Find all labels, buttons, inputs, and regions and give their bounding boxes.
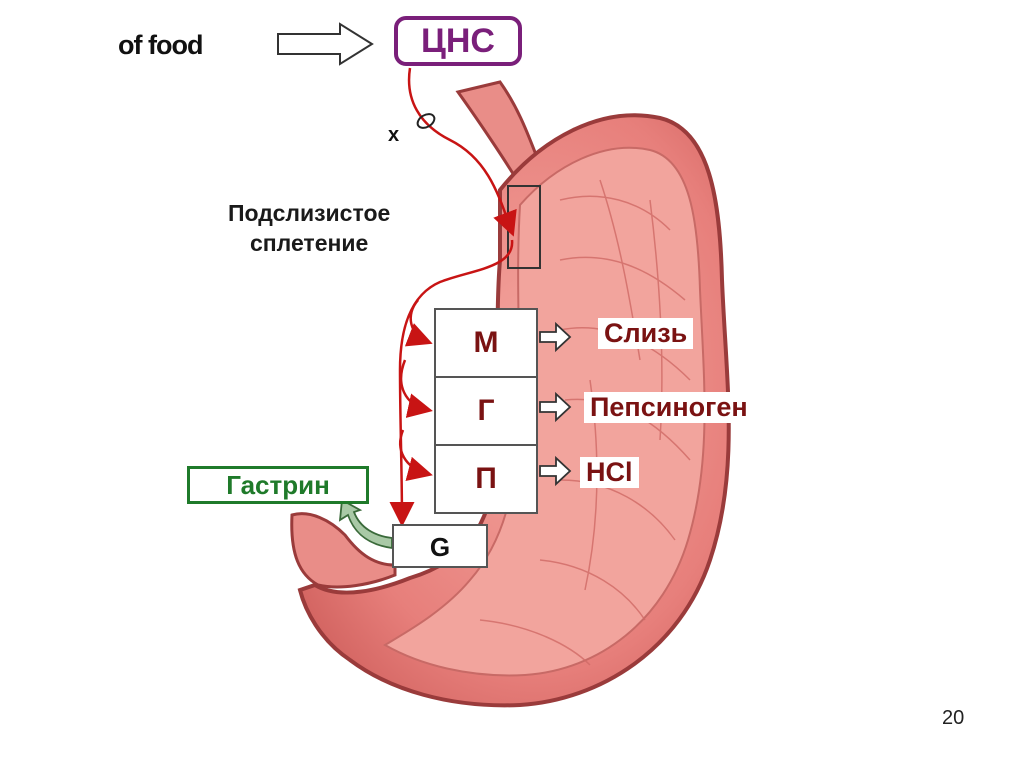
parietal-cell-box: П (434, 444, 538, 514)
pylorus (290, 512, 397, 589)
page-number: 20 (942, 707, 965, 729)
food-label: of food (118, 30, 203, 60)
gastrin-label: Гастрин (187, 466, 369, 504)
pepsinogen-label: Пепсиноген (584, 392, 754, 423)
hcl-label: HCl (580, 457, 639, 488)
nerve-pathway (389, 67, 517, 527)
submucosal-plexus-label: Подслизистое сплетение (228, 198, 390, 258)
chief-cell-box: Г (434, 376, 538, 446)
cut-label: x (388, 124, 400, 146)
gastrin-arrow (338, 498, 393, 550)
output-arrows (539, 321, 572, 487)
cut-mark (416, 113, 436, 129)
g-cell-box: G (392, 524, 488, 568)
mucus-label: Слизь (598, 318, 694, 349)
cns-label: ЦНС (394, 16, 522, 66)
food-arrow (277, 22, 374, 66)
mucous-cell-box: М (434, 308, 538, 378)
plexus-label-line2: сплетение (249, 230, 369, 256)
plexus-label-line1: Подслизистое (228, 200, 391, 226)
